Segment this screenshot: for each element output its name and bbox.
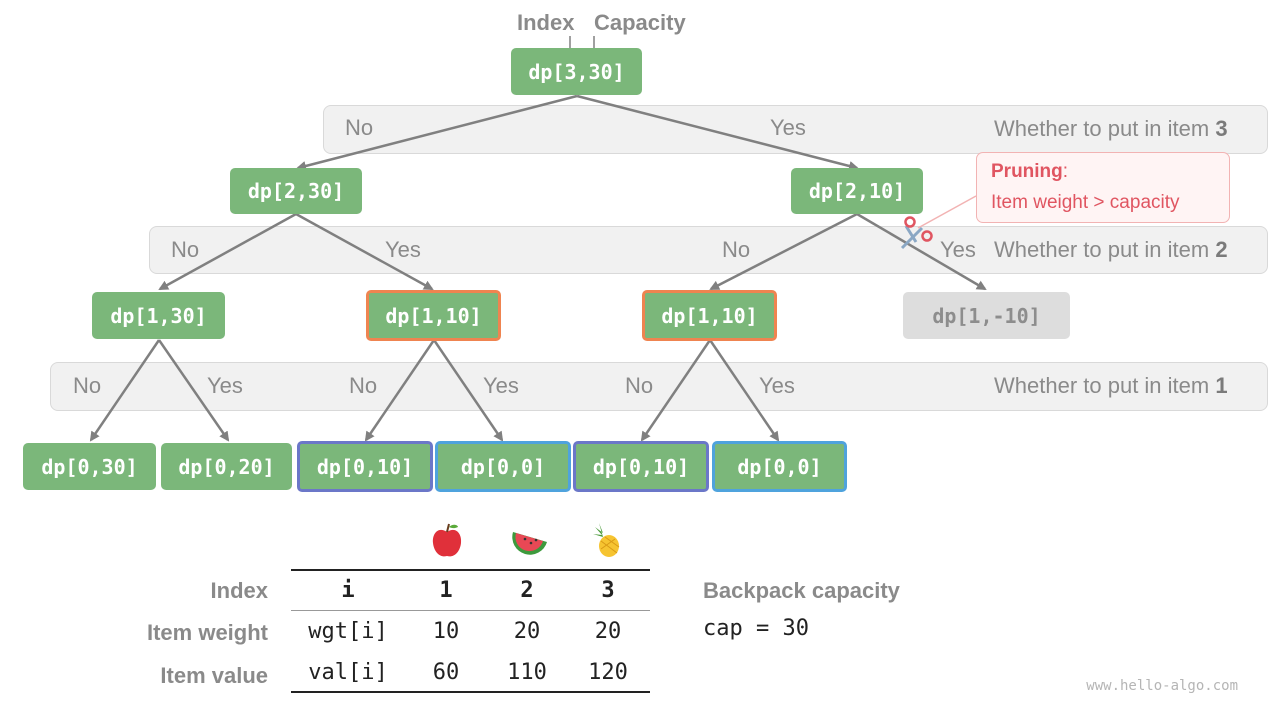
watermelon-icon bbox=[512, 532, 547, 555]
row1-no-label: No bbox=[345, 115, 374, 140]
node-l2-left: dp[2,30] bbox=[230, 168, 362, 214]
row3-no-b-label: No bbox=[349, 373, 378, 398]
header-capacity-label: Capacity bbox=[594, 10, 686, 35]
table-weight-1: 10 bbox=[432, 619, 460, 644]
node-l3-b: dp[1,10] bbox=[366, 290, 501, 341]
node-l4-d: dp[0,0] bbox=[435, 441, 571, 492]
table-mid-rule bbox=[291, 610, 650, 611]
node-l3-a: dp[1,30] bbox=[92, 292, 225, 339]
band-item-1 bbox=[50, 362, 1268, 411]
row3-yes-b-label: Yes bbox=[483, 373, 519, 398]
table-bottom-rule bbox=[291, 691, 650, 693]
row2-description: Whether to put in item 2 bbox=[994, 237, 1228, 262]
row3-yes-c-label: Yes bbox=[759, 373, 795, 398]
scissors-icon bbox=[900, 216, 933, 250]
table-weight-2: 20 bbox=[513, 619, 541, 644]
pruning-callout: Pruning: Item weight > capacity bbox=[976, 152, 1230, 223]
table-value-name: val[i] bbox=[308, 660, 388, 685]
table-top-rule bbox=[291, 569, 650, 571]
row2-yes-left-label: Yes bbox=[385, 237, 421, 262]
node-l2-right: dp[2,10] bbox=[791, 168, 923, 214]
table-value-3: 120 bbox=[588, 660, 628, 685]
table-header-1: 1 bbox=[439, 578, 453, 603]
table-weight-label: Item weight bbox=[146, 620, 268, 645]
row3-no-a-label: No bbox=[73, 373, 102, 398]
node-l4-b: dp[0,20] bbox=[161, 443, 292, 490]
band-item-2 bbox=[149, 226, 1268, 274]
table-value-2: 110 bbox=[507, 660, 547, 685]
row3-yes-a-label: Yes bbox=[207, 373, 243, 398]
row3-no-c-label: No bbox=[625, 373, 654, 398]
pruning-colon: : bbox=[1062, 161, 1069, 182]
capacity-label: Backpack capacity bbox=[703, 578, 900, 603]
node-l4-a: dp[0,30] bbox=[23, 443, 156, 490]
table-value-1: 60 bbox=[432, 660, 460, 685]
table-index-label: Index bbox=[210, 578, 268, 603]
pruning-text: Item weight > capacity bbox=[991, 192, 1180, 213]
watermark: www.hello-algo.com bbox=[1086, 678, 1238, 694]
row2-yes-right-label: Yes bbox=[940, 237, 976, 262]
row3-description: Whether to put in item 1 bbox=[994, 373, 1228, 398]
header-index-label: Index bbox=[517, 10, 575, 35]
capacity-value: cap = 30 bbox=[703, 616, 809, 641]
node-l4-c: dp[0,10] bbox=[297, 441, 433, 492]
band-item-3 bbox=[323, 105, 1268, 154]
node-l3-d-pruned: dp[1,-10] bbox=[903, 292, 1070, 339]
node-l3-c: dp[1,10] bbox=[642, 290, 777, 341]
row1-yes-label: Yes bbox=[770, 115, 806, 140]
table-header-3: 3 bbox=[601, 578, 615, 603]
node-l4-e: dp[0,10] bbox=[573, 441, 709, 492]
table-header-i: i bbox=[341, 578, 355, 603]
table-weight-name: wgt[i] bbox=[308, 619, 388, 644]
pineapple-icon bbox=[593, 523, 620, 557]
table-header-2: 2 bbox=[520, 578, 534, 603]
node-l4-f: dp[0,0] bbox=[712, 441, 847, 492]
table-value-label: Item value bbox=[160, 663, 268, 688]
row2-no-left-label: No bbox=[171, 237, 200, 262]
row1-description: Whether to put in item 3 bbox=[994, 116, 1228, 141]
row2-no-right-label: No bbox=[722, 237, 751, 262]
node-root: dp[3,30] bbox=[511, 48, 642, 95]
pruning-title: Pruning bbox=[991, 161, 1063, 182]
table-weight-3: 20 bbox=[594, 619, 622, 644]
apple-icon bbox=[432, 523, 462, 557]
